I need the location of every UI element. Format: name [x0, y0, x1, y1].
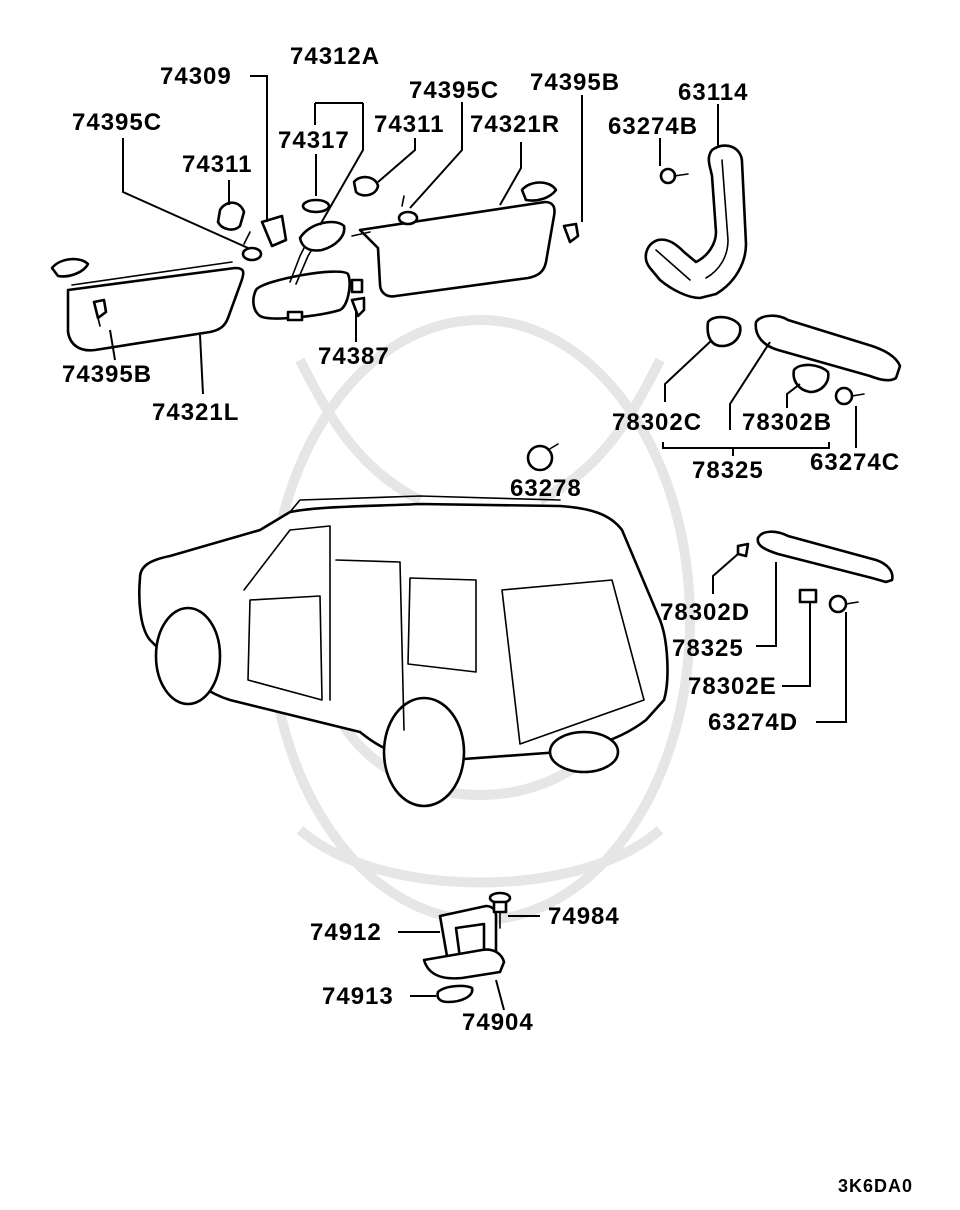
- bolt-74984: [488, 891, 512, 929]
- clip-74395C-left: [241, 231, 263, 262]
- screw-63274D: [828, 594, 859, 614]
- label-74395B-left: 74395B: [62, 361, 152, 388]
- label-74311-right: 74311: [374, 111, 444, 138]
- label-74395C-right: 74395C: [409, 77, 499, 104]
- label-78302D: 78302D: [660, 599, 750, 626]
- sun-visor-right: [351, 175, 558, 298]
- label-74904: 74904: [462, 1009, 534, 1036]
- screw-63274C: [834, 386, 865, 406]
- label-78302C: 78302C: [612, 409, 702, 436]
- label-63278: 63278: [510, 475, 582, 502]
- assist-grip-78325-top: [706, 314, 902, 394]
- diagram-code: 3K6DA0: [838, 1176, 913, 1196]
- label-74321L: 74321L: [152, 399, 239, 426]
- assist-grip-63114: [644, 144, 748, 300]
- label-78325-top: 78325: [692, 457, 764, 484]
- leader-lines: [109, 75, 857, 1011]
- label-74912: 74912: [310, 919, 382, 946]
- label-63114: 63114: [678, 79, 748, 106]
- screw-74387: [350, 278, 366, 318]
- label-63274D: 63274D: [708, 709, 798, 736]
- bracket-74912: [422, 904, 506, 1004]
- holder-74311-left: [216, 201, 246, 231]
- label-74395B-top: 74395B: [530, 69, 620, 96]
- sun-visor-left: [50, 257, 245, 352]
- label-63274C: 63274C: [810, 449, 900, 476]
- label-74309: 74309: [160, 63, 232, 90]
- cover-74309: [260, 214, 288, 248]
- label-74311-left: 74311: [182, 151, 252, 178]
- assist-grip-78325-bottom: [736, 530, 894, 604]
- label-63274B: 63274B: [608, 113, 698, 140]
- label-78302B: 78302B: [742, 409, 832, 436]
- label-74321R: 74321R: [470, 111, 560, 138]
- screw-74395B-left: [92, 298, 108, 327]
- label-74387: 74387: [318, 343, 390, 370]
- label-78325-bottom: 78325: [672, 635, 744, 662]
- label-74317: 74317: [278, 127, 350, 154]
- screw-63274B: [659, 167, 689, 185]
- clip-74395C-right: [397, 195, 419, 226]
- label-74395C-left: 74395C: [72, 109, 162, 136]
- screw-74395B-top: [562, 222, 580, 244]
- label-74984: 74984: [548, 903, 620, 930]
- label-74913: 74913: [322, 983, 394, 1010]
- rearview-mirror: [252, 220, 351, 322]
- plug-63278: [526, 443, 559, 472]
- label-74312A: 74312A: [290, 43, 380, 70]
- label-78302E: 78302E: [688, 673, 777, 700]
- vehicle-body: [138, 495, 669, 808]
- part-labels: 74312A 74309 74395C 74395B 63114 74395C …: [62, 43, 913, 1196]
- pad-74317: [301, 198, 331, 214]
